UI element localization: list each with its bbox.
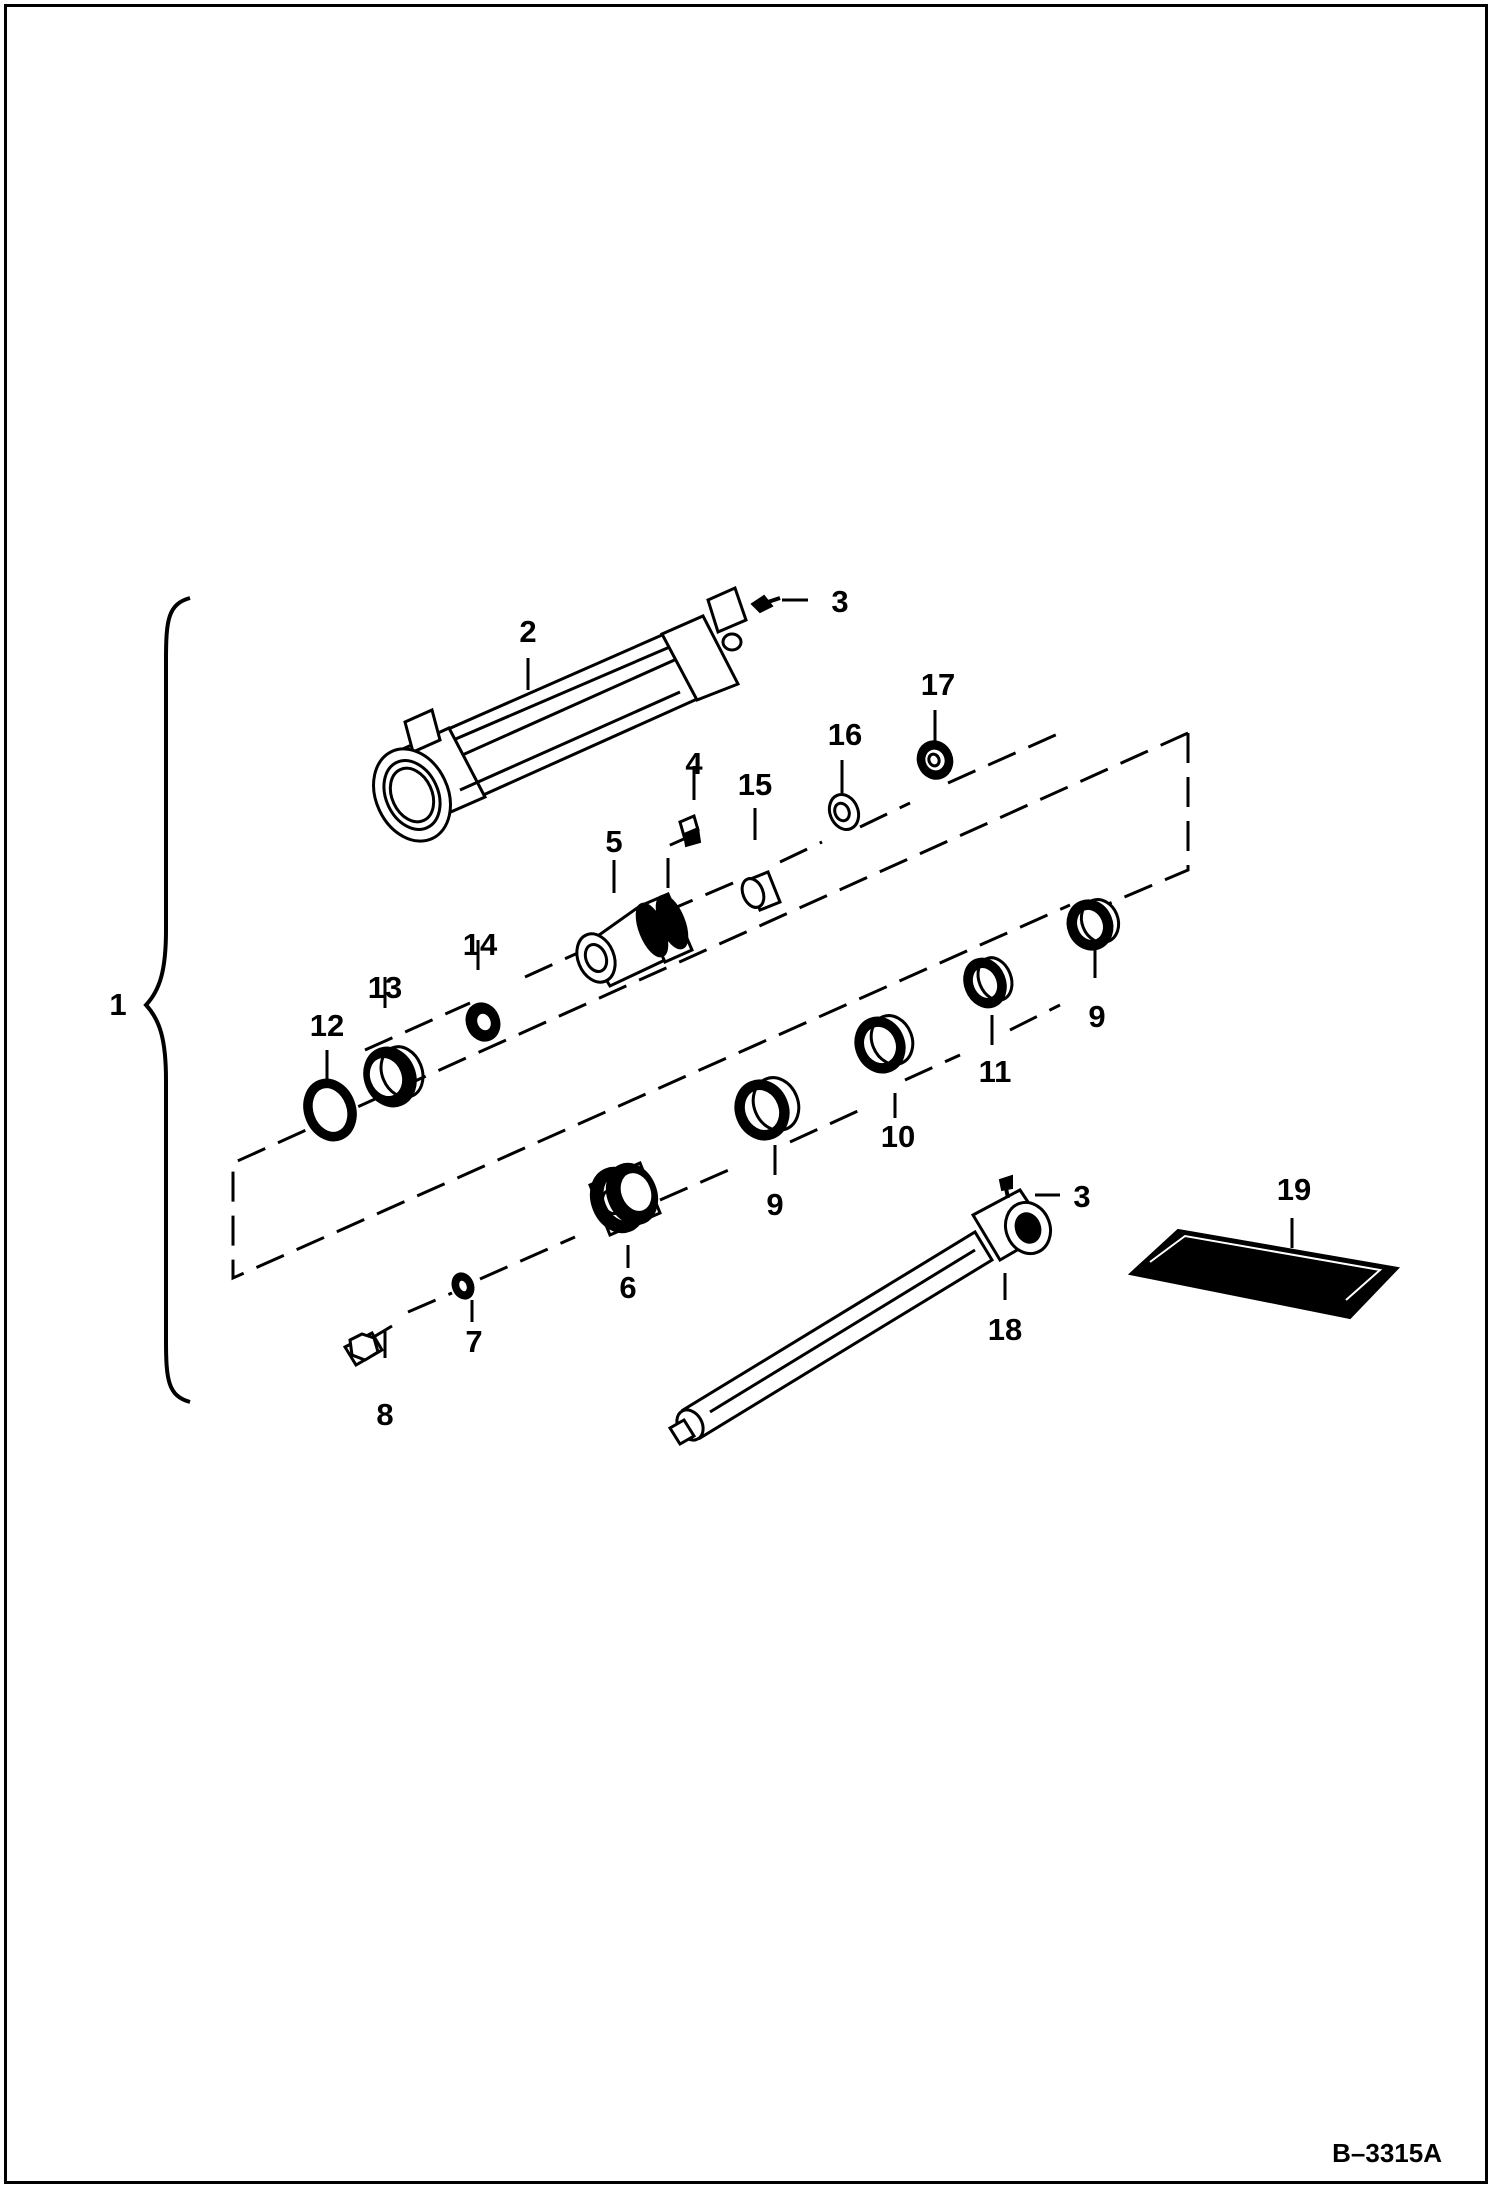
sheet-border (4, 4, 1488, 2184)
bushing (740, 870, 782, 912)
callout-3-upper: 3 (831, 584, 848, 619)
piston-head (575, 892, 694, 988)
ring-10 (854, 1014, 915, 1074)
grease-fitting-lower (998, 1174, 1013, 1199)
callout-9-upper: 9 (1088, 999, 1105, 1034)
cylinder-barrel (372, 585, 748, 843)
leader-lines (325, 598, 1294, 1358)
callout-5: 5 (605, 824, 622, 859)
decal-sheet (1127, 1228, 1401, 1320)
ring-11 (963, 956, 1014, 1009)
seal-9-upper (1066, 898, 1121, 951)
callout-11: 11 (979, 1054, 1012, 1089)
callout-4: 4 (685, 746, 703, 781)
callout-1: 1 (109, 987, 126, 1022)
wiper-17 (916, 740, 954, 780)
piston (588, 1161, 662, 1237)
assembly-brace (143, 596, 191, 1404)
callout-19: 19 (1277, 1172, 1311, 1207)
callout-17: 17 (921, 667, 955, 702)
callout-14: 14 (463, 927, 498, 962)
grease-fitting-upper (750, 594, 781, 614)
figure-number: B–3315A (1332, 2138, 1442, 2168)
callout-10: 10 (881, 1119, 915, 1154)
washer (451, 1272, 475, 1300)
callout-labels: 1 2 3 4 5 15 16 17 14 13 12 9 11 10 9 6 … (109, 584, 1311, 1432)
callout-7: 7 (465, 1324, 482, 1359)
callout-8: 8 (376, 1397, 393, 1432)
set-screw (678, 813, 702, 848)
callout-15: 15 (738, 767, 772, 802)
callout-2: 2 (519, 614, 536, 649)
seal-14 (465, 1002, 501, 1042)
callout-3-lower: 3 (1073, 1179, 1090, 1214)
callout-9-lower: 9 (766, 1187, 783, 1222)
bolt (342, 1324, 393, 1368)
callout-6: 6 (619, 1270, 636, 1305)
wear-ring-13 (363, 1045, 425, 1108)
callout-16: 16 (828, 717, 862, 752)
callout-12: 12 (310, 1008, 344, 1043)
seal-16 (827, 793, 861, 831)
o-ring-12 (303, 1078, 357, 1142)
seal-9-lower (734, 1076, 801, 1141)
callout-13: 13 (368, 970, 402, 1005)
piston-rod (667, 1188, 1053, 1447)
callout-18: 18 (988, 1312, 1022, 1347)
